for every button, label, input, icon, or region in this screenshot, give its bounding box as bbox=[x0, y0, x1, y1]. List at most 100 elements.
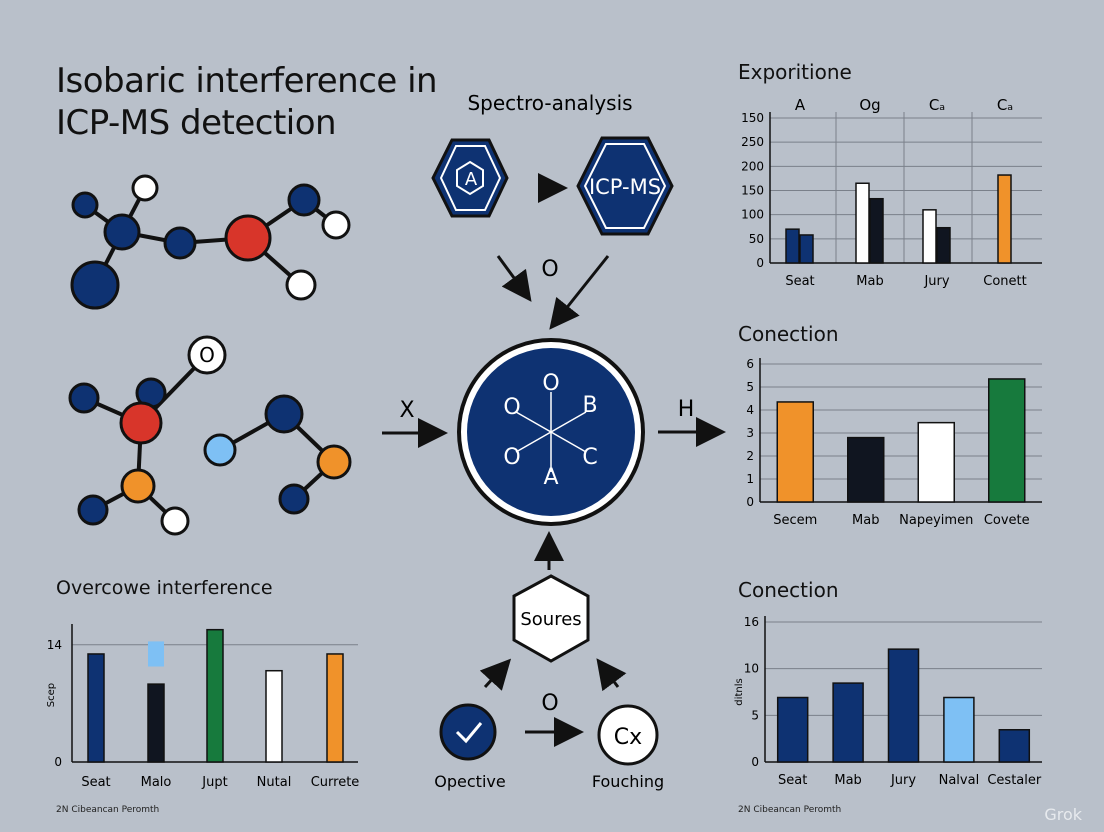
atom bbox=[70, 260, 120, 310]
o-atom bbox=[187, 335, 227, 375]
o-atom-label: O bbox=[199, 343, 215, 367]
y-tick-label: 16 bbox=[744, 615, 759, 629]
x-category-label: Nalval bbox=[939, 773, 980, 788]
chart-conection-bottom-title: Conection bbox=[738, 578, 839, 602]
column-header-label: Cₐ bbox=[929, 96, 945, 114]
bar bbox=[887, 648, 920, 763]
bar bbox=[206, 628, 224, 763]
bar bbox=[988, 378, 1026, 503]
bar bbox=[265, 669, 283, 763]
y-tick-label: 0 bbox=[746, 495, 754, 509]
y-tick-label: 200 bbox=[741, 159, 764, 173]
objective-label: Opective bbox=[434, 772, 505, 791]
footer-left: 2N Cibeancan Peromth bbox=[56, 805, 160, 815]
bar bbox=[847, 436, 885, 503]
column-header-label: Cₐ bbox=[997, 96, 1013, 114]
x-category-label: Napeyimen bbox=[899, 513, 973, 528]
bar bbox=[922, 209, 937, 264]
page-title: Isobaric interference in ICP-MS detectio… bbox=[56, 61, 438, 143]
x-category-label: Mab bbox=[856, 274, 883, 289]
hydrogen-atom bbox=[285, 269, 317, 301]
fetch-label: Fouching bbox=[592, 772, 664, 791]
atom bbox=[264, 394, 304, 434]
arrow-to-hub-left bbox=[496, 255, 532, 302]
atom bbox=[316, 444, 352, 480]
hydrogen-atom bbox=[131, 174, 159, 202]
hub-letter-b: B bbox=[582, 393, 597, 418]
x-category-label: Jury bbox=[923, 274, 949, 289]
atom bbox=[287, 183, 321, 217]
node-a-letter: A bbox=[465, 169, 478, 190]
x-category-label: Covete bbox=[984, 513, 1030, 528]
x-category-label: Seat bbox=[778, 773, 807, 788]
o-label-top: O bbox=[541, 257, 558, 282]
bar bbox=[326, 653, 344, 763]
x-category-label: Mab bbox=[834, 773, 861, 788]
spectro-analysis-label: Spectro-analysis bbox=[467, 91, 632, 115]
atom bbox=[68, 382, 100, 414]
atom bbox=[163, 226, 197, 260]
y-tick-label: 150 bbox=[741, 111, 764, 125]
fetch-node: Cx bbox=[597, 704, 659, 766]
y-tick-label: 250 bbox=[741, 135, 764, 149]
hub-letter-o-top: O bbox=[542, 371, 559, 396]
x-category-label: Seat bbox=[81, 775, 110, 790]
bar bbox=[936, 226, 951, 264]
y-axis-label: ditnls bbox=[734, 678, 745, 705]
atom bbox=[120, 468, 156, 504]
chart-exporitione: 050100150200250150SeatAMabOgJuryCₐConett… bbox=[741, 96, 1042, 289]
bar bbox=[943, 696, 975, 763]
y-tick-label: 0 bbox=[751, 755, 759, 769]
bar bbox=[147, 683, 165, 763]
grok-watermark: Grok bbox=[1044, 805, 1082, 824]
arrow-objective-to-source bbox=[479, 658, 512, 691]
hub-letter-c: C bbox=[582, 445, 597, 470]
x-category-label: Currete bbox=[311, 775, 360, 790]
watermark-text: Grok bbox=[1044, 805, 1082, 824]
y-tick-label: 150 bbox=[741, 184, 764, 198]
atom bbox=[278, 483, 310, 515]
atom bbox=[71, 191, 99, 219]
bar bbox=[832, 682, 864, 763]
hub-letter-a: A bbox=[543, 465, 558, 490]
floating-bar bbox=[148, 641, 164, 667]
arrow-fetch-to-source bbox=[596, 658, 627, 692]
bar bbox=[799, 234, 814, 264]
x-category-label: Seat bbox=[785, 274, 814, 289]
molecule-node-a: A bbox=[431, 138, 509, 218]
x-category-label: Jupt bbox=[201, 775, 227, 790]
source-label: Soures bbox=[520, 609, 581, 630]
x-category-label: Jury bbox=[890, 773, 916, 788]
bar bbox=[869, 197, 884, 264]
x-category-label: Mab bbox=[852, 513, 879, 528]
check-icon bbox=[455, 722, 483, 744]
fetch-node-label: Cx bbox=[614, 725, 642, 750]
y-tick-label: 6 bbox=[746, 357, 754, 371]
y-tick-label: 1 bbox=[746, 472, 754, 486]
molecule-illustrations: O bbox=[68, 174, 352, 536]
y-tick-label: 10 bbox=[744, 662, 759, 676]
atom bbox=[103, 213, 141, 251]
bar bbox=[776, 401, 814, 503]
column-header-label: Og bbox=[859, 96, 880, 114]
oxygen-atom bbox=[119, 401, 163, 445]
bar bbox=[785, 228, 800, 264]
chart-exporitione-title: Exporitione bbox=[738, 60, 852, 84]
hydrogen-atom bbox=[160, 506, 190, 536]
o-label-bottom: O bbox=[541, 691, 558, 716]
center-diagram: Spectro-analysis A ICP-MS O O B O O C A … bbox=[382, 91, 726, 791]
hub-letter-o-left: O bbox=[503, 395, 520, 420]
y-tick-label: 3 bbox=[746, 426, 754, 440]
chart-overcowe-title: Overcowe interference bbox=[56, 577, 273, 599]
right-arrow-label: H bbox=[678, 397, 695, 422]
bar bbox=[997, 174, 1012, 264]
source-node: Soures bbox=[512, 574, 590, 663]
left-arrow-label: X bbox=[399, 398, 414, 423]
y-axis-label: Scep bbox=[46, 683, 57, 707]
arrow-to-hub-right bbox=[549, 255, 610, 330]
atom bbox=[203, 433, 237, 467]
icpms-node: ICP-MS bbox=[576, 136, 674, 236]
